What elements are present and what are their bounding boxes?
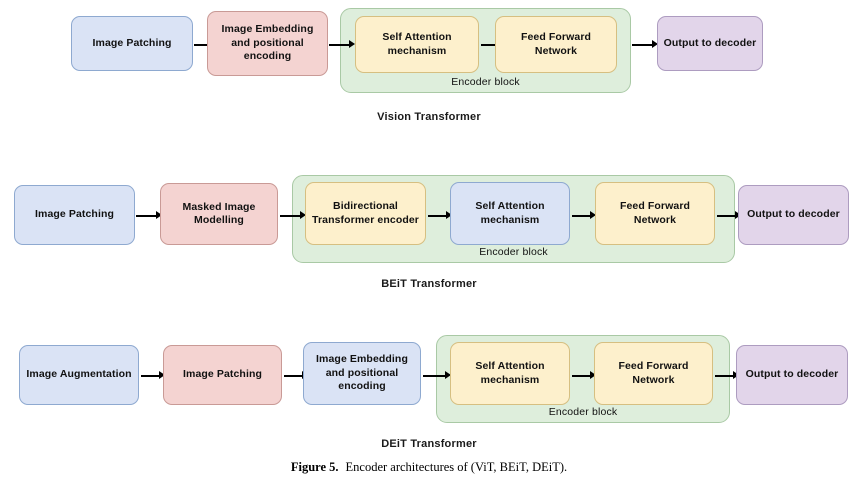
- node-image-augmentation-deit[interactable]: Image Augmentation: [19, 345, 139, 405]
- arrow-beit-4: [572, 211, 596, 220]
- node-image-embedding-vit[interactable]: Image Embedding and positional encoding: [207, 11, 328, 76]
- arrow-vit-2: [329, 40, 355, 49]
- figure-caption-text: Encoder architectures of (ViT, BEiT, DEi…: [345, 460, 568, 474]
- arrow-beit-3: [428, 211, 452, 220]
- row-title-vit: Vision Transformer: [377, 111, 481, 123]
- node-image-patching-deit[interactable]: Image Patching: [163, 345, 282, 405]
- node-image-patching-beit[interactable]: Image Patching: [14, 185, 135, 245]
- arrow-beit-2: [280, 211, 306, 220]
- diagram-row-beit: Encoder block Image Patching Masked Imag…: [0, 160, 858, 300]
- node-feed-forward-beit[interactable]: Feed Forward Network: [595, 182, 715, 245]
- figure-caption: Figure 5. Encoder architectures of (ViT, …: [0, 460, 858, 475]
- diagram-row-vit: Encoder block Image Patching Image Embed…: [0, 0, 858, 140]
- diagram-row-deit: Encoder block Image Augmentation Image P…: [0, 320, 858, 460]
- node-self-attention-beit[interactable]: Self Attention mechanism: [450, 182, 570, 245]
- node-feed-forward-vit[interactable]: Feed Forward Network: [495, 16, 617, 73]
- node-output-to-decoder-deit[interactable]: Output to decoder: [736, 345, 848, 405]
- node-bidirectional-transformer-encoder-beit[interactable]: Bidirectional Transformer encoder: [305, 182, 426, 245]
- figure-caption-label: Figure 5.: [290, 460, 339, 474]
- row-title-deit: DEiT Transformer: [381, 438, 477, 450]
- arrow-vit-4: [632, 40, 658, 49]
- node-output-to-decoder-beit[interactable]: Output to decoder: [738, 185, 849, 245]
- encoder-block-label-beit: Encoder block: [479, 246, 548, 258]
- encoder-block-label-vit: Encoder block: [451, 76, 520, 88]
- node-self-attention-vit[interactable]: Self Attention mechanism: [355, 16, 479, 73]
- node-output-to-decoder-vit[interactable]: Output to decoder: [657, 16, 763, 71]
- node-feed-forward-deit[interactable]: Feed Forward Network: [594, 342, 713, 405]
- node-masked-image-modelling-beit[interactable]: Masked Image Modelling: [160, 183, 278, 245]
- node-self-attention-deit[interactable]: Self Attention mechanism: [450, 342, 570, 405]
- encoder-block-label-deit: Encoder block: [548, 406, 618, 418]
- arrow-deit-3: [423, 371, 451, 380]
- arrow-deit-4: [572, 371, 596, 380]
- node-image-embedding-deit[interactable]: Image Embedding and positional encoding: [303, 342, 421, 405]
- arrow-deit-1: [141, 371, 165, 380]
- node-image-patching-vit[interactable]: Image Patching: [71, 16, 193, 71]
- row-title-beit: BEiT Transformer: [381, 278, 477, 290]
- arrow-beit-1: [136, 211, 162, 220]
